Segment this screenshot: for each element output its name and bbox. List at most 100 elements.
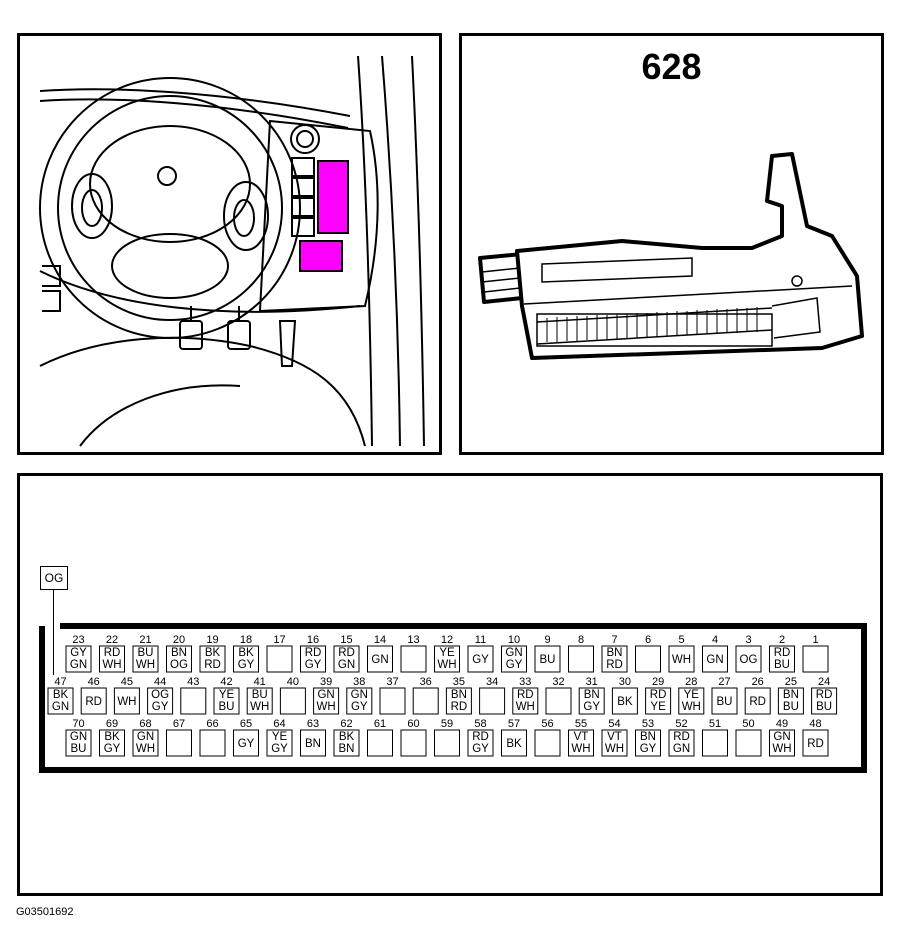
pin-box <box>501 645 527 673</box>
pin-box <box>635 729 661 757</box>
pin-box <box>735 645 762 673</box>
connector-illustration <box>478 152 864 360</box>
pin-wire-color: GY <box>640 743 657 755</box>
pin-number: 16 <box>307 634 319 646</box>
pin-wire-color: BN <box>607 647 623 659</box>
lead-wire-color-label: OG <box>40 566 68 590</box>
pin-number: 7 <box>611 634 617 646</box>
pin-number: 35 <box>453 676 465 688</box>
pin-number: 12 <box>441 634 453 646</box>
pin-wire-color: RD <box>774 647 791 659</box>
pin-wire-color: GY <box>271 743 288 755</box>
pin-box <box>434 729 460 757</box>
pin-box <box>313 687 340 715</box>
pin-number: 51 <box>709 718 721 730</box>
pin-wire-color: BK <box>53 689 69 701</box>
pin-number: 62 <box>340 718 352 730</box>
pin-wire-color: WH <box>605 743 624 755</box>
pin-number: 65 <box>240 718 252 730</box>
pin-number: 60 <box>407 718 419 730</box>
pin-wire-color: BK <box>238 647 254 659</box>
pin-box <box>601 729 628 757</box>
pin-number: 31 <box>586 676 598 688</box>
pin-40: 40 <box>279 676 306 715</box>
pin-box <box>65 729 92 757</box>
pin-wire-color: BU <box>138 647 154 659</box>
pin-wire-color: RD <box>305 647 322 659</box>
pin-wire-color: BN <box>584 689 600 701</box>
pin-number: 41 <box>254 676 266 688</box>
pin-6: 6 <box>635 634 661 673</box>
pin-box <box>180 687 207 715</box>
pin-wire-color: GY <box>104 743 121 755</box>
pin-number: 50 <box>742 718 754 730</box>
pin-number: 54 <box>608 718 620 730</box>
pin-box <box>668 645 695 673</box>
dashboard-location-view <box>17 33 442 455</box>
pin-wire-color: WH <box>682 701 701 713</box>
pin-number: 13 <box>407 634 419 646</box>
pin-wire-color: BU <box>219 701 235 713</box>
pin-box <box>400 729 427 757</box>
pin-box <box>568 729 594 757</box>
pin-wire-color: BN <box>171 647 187 659</box>
pin-wire-color: RD <box>816 689 833 701</box>
pin-box <box>702 729 728 757</box>
pin-wire-color: GY <box>351 701 368 713</box>
pin-number: 9 <box>544 634 550 646</box>
pin-box <box>65 645 92 673</box>
pin-box <box>678 687 705 715</box>
pin-number: 53 <box>642 718 654 730</box>
pin-wire-color: GY <box>238 738 255 750</box>
pin-wire-color: YE <box>650 701 666 713</box>
pin-number: 69 <box>106 718 118 730</box>
pin-number: 20 <box>173 634 185 646</box>
figure-code: G03501692 <box>16 906 74 918</box>
pin-box <box>346 687 373 715</box>
pin-wire-color: WH <box>672 654 691 666</box>
pin-box <box>47 687 74 715</box>
pin-5: 5WH <box>668 634 695 673</box>
pin-wire-color: BU <box>774 659 790 671</box>
pin-17: 17 <box>266 634 293 673</box>
pin-box <box>445 687 472 715</box>
pin-number: 18 <box>240 634 252 646</box>
pin-box <box>333 729 360 757</box>
pin-box <box>333 645 360 673</box>
pin-number: 66 <box>206 718 218 730</box>
pin-61: 61 <box>367 718 393 757</box>
pin-wire-color: BN <box>640 731 656 743</box>
pin-box <box>412 687 439 715</box>
pin-wire-color: WH <box>250 701 269 713</box>
pin-number: 14 <box>374 634 386 646</box>
pin-box <box>266 645 293 673</box>
pin-51: 51 <box>702 718 728 757</box>
pin-wire-color: YE <box>684 689 700 701</box>
pin-number: 26 <box>752 676 764 688</box>
pin-wire-color: GY <box>583 701 600 713</box>
pin-box <box>266 729 293 757</box>
pin-box <box>744 687 771 715</box>
pin-wire-color: GN <box>351 689 368 701</box>
